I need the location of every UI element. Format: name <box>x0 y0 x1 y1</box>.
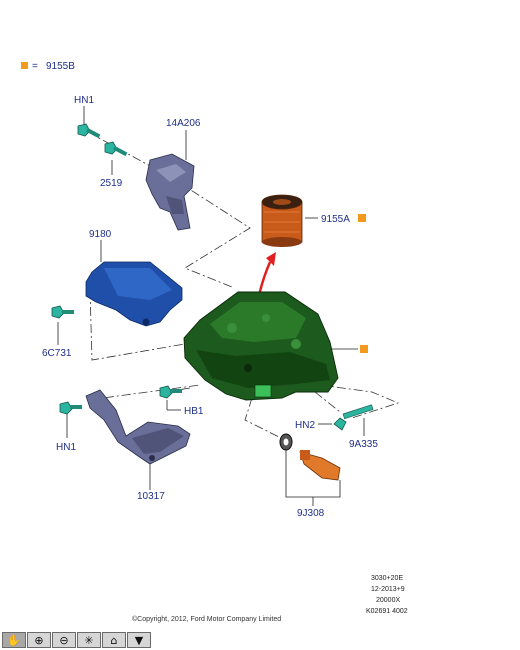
fit-icon: ✳ <box>84 633 94 647</box>
label-6c731: 6C731 <box>42 348 72 359</box>
bolt-6c731 <box>51 305 74 319</box>
filter-9155a-marker <box>358 214 366 222</box>
fit-button[interactable]: ✳ <box>77 632 101 648</box>
zoom-out-button[interactable]: ⊖ <box>52 632 76 648</box>
label-9180: 9180 <box>89 229 112 240</box>
leader-lines <box>57 106 365 506</box>
bracket-14a206 <box>145 153 195 231</box>
pan-tool-button[interactable]: ✋ <box>2 632 26 648</box>
label-9155a: 9155A <box>321 214 350 225</box>
bolt-2519 <box>104 141 128 157</box>
home-button[interactable]: ⌂ <box>102 632 126 648</box>
filter-9155a <box>261 194 303 247</box>
home-icon: ⌂ <box>110 633 118 647</box>
label-hb1: HB1 <box>184 406 204 417</box>
dropdown-icon: ▼ <box>134 633 144 647</box>
meta-line-2: 12-2013+9 <box>371 586 405 593</box>
meta-line-4: K02691 4002 <box>366 608 408 615</box>
assembly-lines <box>87 131 400 441</box>
label-2519: 2519 <box>100 178 123 189</box>
zoom-in-button[interactable]: ⊕ <box>27 632 51 648</box>
viewer-toolbar: ✋ ⊕ ⊖ ✳ ⌂ ▼ <box>2 632 151 649</box>
label-hn1-top: HN1 <box>74 95 94 106</box>
meta-line-1: 3030+20E <box>371 575 403 582</box>
sensor-9j308 <box>299 450 341 481</box>
label-9a335: 9A335 <box>349 439 378 450</box>
zoom-in-icon: ⊕ <box>34 633 44 647</box>
label-hn2: HN2 <box>295 420 315 431</box>
pan-tool-icon: ✋ <box>7 633 21 647</box>
bracket-10317 <box>85 389 191 465</box>
exploded-parts-diagram: = 9155B <box>21 61 408 623</box>
label-10317: 10317 <box>137 491 165 502</box>
stud-9a335 <box>333 404 374 431</box>
meta-line-3: 20000X <box>376 597 400 604</box>
zoom-out-icon: ⊖ <box>59 633 69 647</box>
label-hn1-bottom: HN1 <box>56 442 76 453</box>
bolt-hn1-top <box>77 123 101 139</box>
cover-9180 <box>85 261 183 327</box>
pump-marker <box>360 345 368 353</box>
dropdown-button[interactable]: ▼ <box>127 632 151 648</box>
legend-marker <box>21 62 28 69</box>
legend-equals: = <box>32 61 38 72</box>
copyright-text: ©Copyright, 2012, Ford Motor Company Lim… <box>132 615 281 623</box>
bolt-hn1-bottom <box>59 401 82 415</box>
washer-9j308 <box>279 433 293 451</box>
label-14a206: 14A206 <box>166 118 201 129</box>
label-9j308: 9J308 <box>297 508 325 519</box>
legend-code: 9155B <box>46 61 75 72</box>
bolt-hb1 <box>159 385 182 399</box>
pump-body <box>183 291 339 401</box>
